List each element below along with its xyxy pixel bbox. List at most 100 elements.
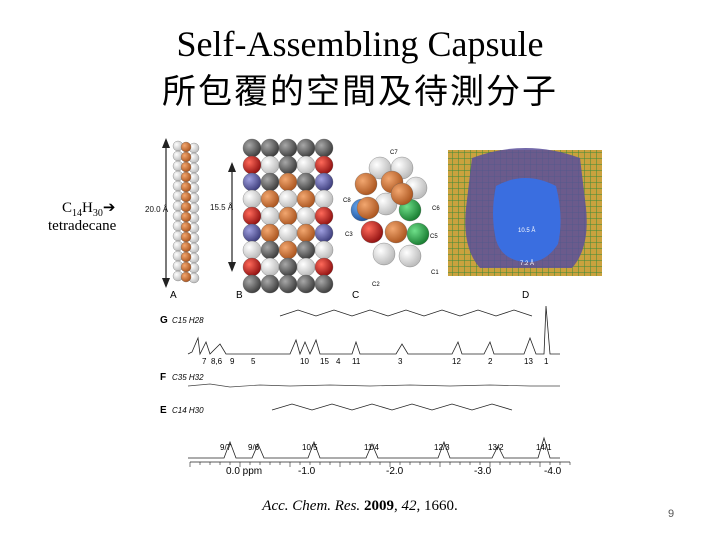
dimension-label-b: 15.5 Å <box>210 203 234 212</box>
capsule-atom <box>314 138 334 158</box>
carbon-atom <box>180 211 192 223</box>
carbon-label-c7: C7 <box>390 150 398 156</box>
capsule-atom <box>278 155 298 175</box>
dimension-arrow-bottom-b <box>228 262 236 272</box>
carbon-atom <box>384 220 408 244</box>
peak-label: 9/7 <box>220 443 232 452</box>
peak-label: 3 <box>398 357 403 366</box>
hydrogen-atom <box>398 244 422 268</box>
capsule-atom <box>296 274 316 294</box>
peak-label: 12 <box>452 357 461 366</box>
panel-label-d: D <box>522 290 529 301</box>
capsule-atom <box>260 240 280 260</box>
oxygen-atom <box>314 257 334 277</box>
formula-carbon: C <box>62 200 73 216</box>
peak-label: 12/3 <box>434 443 450 452</box>
citation-pages: 1660. <box>423 498 458 514</box>
carbon-atom <box>354 172 378 196</box>
peak-label: 9 <box>230 357 235 366</box>
carbon-atom <box>180 191 192 203</box>
carbon-atom <box>260 189 280 209</box>
oxygen-atom <box>242 155 262 175</box>
panel-label-a: A <box>170 290 177 301</box>
heatmap-label-width: 10.5 Å <box>518 227 535 234</box>
capsule-atom <box>242 138 262 158</box>
carbon-label-c1: C1 <box>431 270 439 276</box>
carbon-atom <box>356 196 380 220</box>
axis-tick-label: -2.0 <box>386 466 404 477</box>
formula-hydrogen-count: 30 <box>92 208 103 219</box>
citation-volume: 42 <box>401 498 417 514</box>
citation-journal: Acc. Chem. Res. <box>262 498 361 514</box>
capsule-atom <box>260 172 280 192</box>
slide-title: Self-Assembling Capsule <box>176 24 544 64</box>
peak-label: 13 <box>524 357 533 366</box>
hydrogen-atom <box>296 155 316 175</box>
compound-name: tetradecane <box>48 218 117 234</box>
carbon-label-c8: C8 <box>343 198 351 204</box>
axis-tick-label: -3.0 <box>474 466 492 477</box>
axis-tick-label: -1.0 <box>298 466 316 477</box>
carbon-atom <box>180 221 192 233</box>
oxygen-atom <box>242 206 262 226</box>
molecule-formula: C14H30➔ <box>62 198 115 219</box>
panel-d-cavity <box>493 178 561 263</box>
carbon-atom <box>180 171 192 183</box>
hydrogen-atom <box>242 240 262 260</box>
peak-label: 10 <box>300 357 309 366</box>
peak-label: 9/6 <box>248 443 260 452</box>
carbon-atom <box>180 141 192 153</box>
formula-hydrogen: H <box>82 200 93 216</box>
carbon-atom <box>180 151 192 163</box>
capsule-atom <box>278 274 298 294</box>
dimension-arrow-top-a <box>162 138 170 148</box>
capsule-atom <box>260 138 280 158</box>
hydrogen-atom <box>278 223 298 243</box>
capsule-atom <box>296 138 316 158</box>
carbon-atom <box>180 201 192 213</box>
dimension-arrow-bottom-a <box>162 278 170 288</box>
peak-label: 11/4 <box>364 443 380 452</box>
panel-label-c: C <box>352 290 359 301</box>
carbon-label-c2: C2 <box>372 282 380 288</box>
peak-label: 5 <box>251 357 256 366</box>
spectrum-e-formula: C14 H30 <box>172 406 204 415</box>
carbon-atom <box>180 241 192 253</box>
carbon-atom <box>296 223 316 243</box>
nitrogen-atom <box>314 172 334 192</box>
spectrum-f-trace <box>187 383 560 388</box>
hydrogen-atom <box>296 206 316 226</box>
spectrum-f-letter: F <box>160 372 166 383</box>
citation-year: 2009 <box>363 498 394 514</box>
capsule-atom <box>278 257 298 277</box>
panel-a-chain <box>172 140 200 284</box>
hydrogen-atom <box>296 257 316 277</box>
capsule-atom <box>242 274 262 294</box>
page-number: 9 <box>668 508 675 520</box>
capsule-atom <box>296 172 316 192</box>
axis-tick-label: -4.0 <box>544 466 562 477</box>
spectrum-g-formula: C15 H28 <box>172 316 204 325</box>
citation: Acc. Chem. Res. 2009, 42, 1660. <box>262 498 458 514</box>
spectrum-e-letter: E <box>160 405 167 416</box>
peak-label: 7 <box>202 357 207 366</box>
hydrogen-atom <box>242 189 262 209</box>
capsule-figure: 20.0 Å 15.5 Å C7 C8 C6 C5 C3 C2 C1 10.5 … <box>145 138 602 477</box>
spectrum-g-trace <box>187 305 560 356</box>
carbon-atom <box>390 182 414 206</box>
carbon-atom <box>180 181 192 193</box>
dimension-label-a: 20.0 Å <box>145 205 169 214</box>
carbon-atom <box>180 231 192 243</box>
arrow-right-icon: ➔ <box>102 198 116 216</box>
peak-label: 1 <box>544 357 549 366</box>
hydrogen-atom <box>260 206 280 226</box>
carbon-atom <box>180 261 192 273</box>
axis-tick-label: 0.0 ppm <box>226 466 262 477</box>
spectrum-e-peak-labels: 9/7 9/6 10/5 11/4 12/3 13/2 14/1 <box>220 443 552 452</box>
carbon-atom <box>180 161 192 173</box>
hydrogen-atom <box>314 189 334 209</box>
nitrogen-atom <box>242 223 262 243</box>
heatmap-label-height: 7.2 Å <box>520 260 534 267</box>
nitrogen-atom <box>314 223 334 243</box>
oxygen-atom <box>242 257 262 277</box>
